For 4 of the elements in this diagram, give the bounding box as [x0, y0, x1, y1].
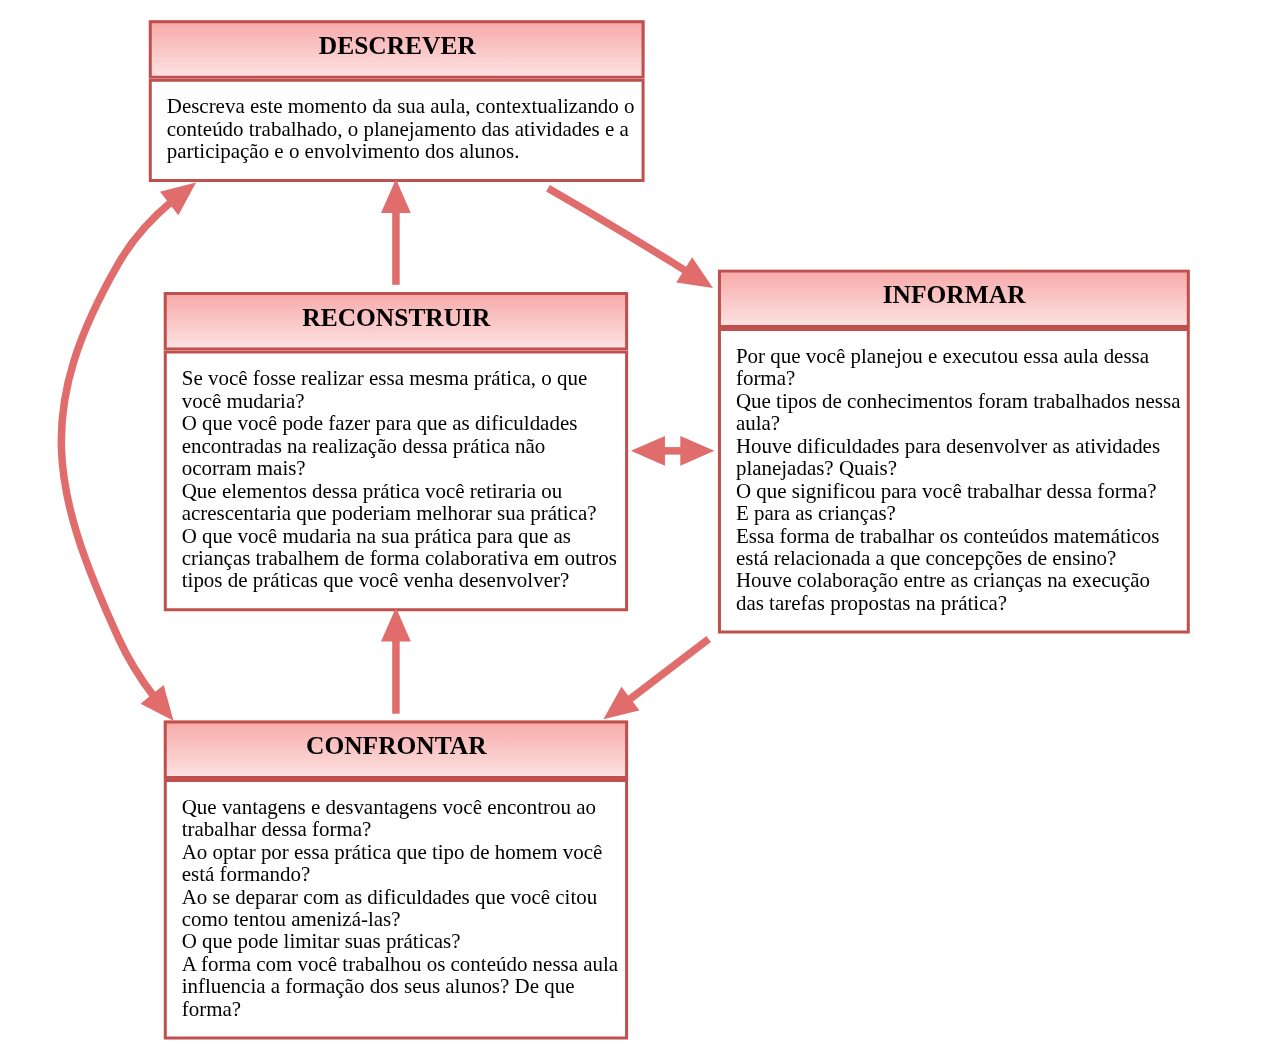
- arrow: [545, 185, 713, 289]
- arrow: [602, 635, 711, 720]
- arrow: [630, 435, 714, 466]
- arrow: [57, 182, 196, 721]
